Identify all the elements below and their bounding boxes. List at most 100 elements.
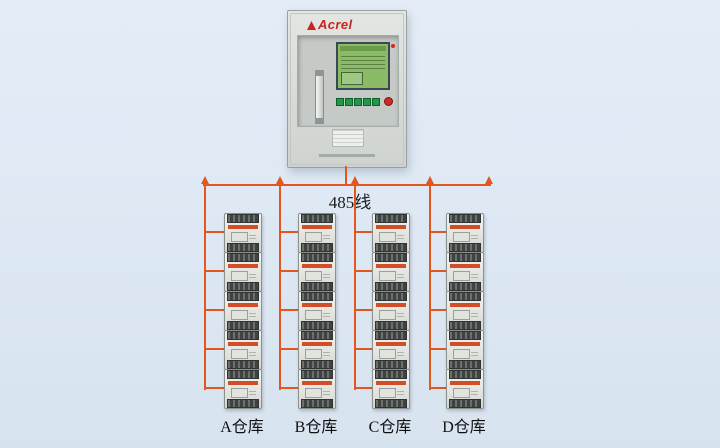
device-display <box>379 349 396 359</box>
device-stub-wire <box>204 309 224 311</box>
device-color-stripe <box>450 303 480 307</box>
feeder-arrow-icon <box>351 176 359 184</box>
device-color-stripe <box>302 225 332 229</box>
bus-end-arrow-icon <box>485 176 493 184</box>
device-markings <box>323 272 330 278</box>
acrel-logo: Acrel <box>307 17 353 32</box>
lcd-header-bar <box>340 46 386 51</box>
device-markings <box>471 350 478 356</box>
device-color-stripe <box>302 303 332 307</box>
terminal-block-top <box>449 214 481 223</box>
terminal-block-top <box>227 292 259 301</box>
cabinet-instrument-panel <box>297 35 399 127</box>
terminal-block-bottom <box>301 321 333 330</box>
device-display <box>305 310 322 320</box>
meter-device <box>224 291 262 331</box>
terminal-block-bottom <box>449 360 481 369</box>
device-display <box>379 310 396 320</box>
glass-tube-indicator <box>315 70 324 124</box>
cabinet-footer-text <box>319 154 375 157</box>
warehouse-label: C仓库 <box>368 419 412 436</box>
warehouse-label: B仓库 <box>294 419 338 436</box>
meter-device <box>298 213 336 253</box>
device-markings <box>397 233 404 239</box>
device-markings <box>323 350 330 356</box>
terminal-block-bottom <box>449 399 481 408</box>
device-stub-wire <box>354 387 372 389</box>
brand-text: Acrel <box>318 17 353 32</box>
device-color-stripe <box>228 225 258 229</box>
device-display <box>453 388 470 398</box>
device-display <box>231 232 248 242</box>
device-markings <box>249 389 256 395</box>
warehouse-label: A仓库 <box>220 419 264 436</box>
device-color-stripe <box>302 381 332 385</box>
feeder-line <box>429 184 431 390</box>
device-markings <box>397 389 404 395</box>
terminal-block-top <box>375 292 407 301</box>
device-markings <box>323 311 330 317</box>
meter-device <box>298 291 336 331</box>
device-markings <box>323 233 330 239</box>
meter-device <box>224 369 262 409</box>
terminal-block-bottom <box>227 360 259 369</box>
device-stub-wire <box>204 387 224 389</box>
feeder-line <box>204 184 206 390</box>
device-color-stripe <box>450 264 480 268</box>
device-stub-wire <box>429 348 446 350</box>
terminal-block-top <box>375 331 407 340</box>
terminal-block-top <box>301 253 333 262</box>
terminal-block-top <box>227 370 259 379</box>
device-display <box>379 388 396 398</box>
meter-device <box>372 252 410 292</box>
device-stub-wire <box>279 231 298 233</box>
meter-device <box>372 291 410 331</box>
device-markings <box>471 233 478 239</box>
meter-device <box>298 369 336 409</box>
device-stub-wire <box>354 309 372 311</box>
device-display <box>231 271 248 281</box>
device-markings <box>249 233 256 239</box>
terminal-block-top <box>449 253 481 262</box>
meter-device <box>372 369 410 409</box>
device-color-stripe <box>228 264 258 268</box>
rs485-bus-line <box>203 184 491 186</box>
terminal-block-bottom <box>227 321 259 330</box>
terminal-block-top <box>375 214 407 223</box>
meter-device <box>224 252 262 292</box>
device-display <box>379 232 396 242</box>
feeder-arrow-icon <box>201 176 209 184</box>
lcd-screen <box>336 42 390 90</box>
terminal-block-top <box>301 214 333 223</box>
device-stub-wire <box>354 270 372 272</box>
meter-device <box>224 213 262 253</box>
cabinet-drop-wire <box>345 166 347 184</box>
green-button <box>372 98 380 106</box>
feeder-line <box>354 184 356 390</box>
device-markings <box>397 272 404 278</box>
device-stub-wire <box>204 270 224 272</box>
acrel-logo-icon <box>307 21 316 30</box>
terminal-block-bottom <box>301 243 333 252</box>
device-stub-wire <box>354 348 372 350</box>
device-stub-wire <box>279 309 298 311</box>
device-display <box>305 349 322 359</box>
terminal-block-bottom <box>375 399 407 408</box>
device-display <box>453 349 470 359</box>
device-color-stripe <box>376 303 406 307</box>
device-display <box>231 310 248 320</box>
terminal-block-bottom <box>449 321 481 330</box>
device-markings <box>323 389 330 395</box>
meter-device <box>224 330 262 370</box>
device-color-stripe <box>376 225 406 229</box>
red-button <box>384 97 393 106</box>
warehouse-label: D仓库 <box>442 419 486 436</box>
device-stub-wire <box>429 270 446 272</box>
device-color-stripe <box>450 225 480 229</box>
device-color-stripe <box>450 342 480 346</box>
meter-device <box>446 330 484 370</box>
device-color-stripe <box>302 342 332 346</box>
device-markings <box>471 311 478 317</box>
green-button <box>363 98 371 106</box>
